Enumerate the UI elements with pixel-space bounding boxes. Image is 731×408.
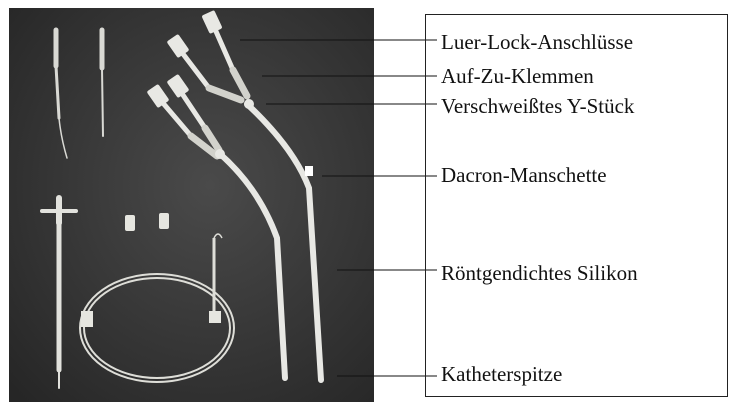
- label-katheterspitze: Katheterspitze: [441, 364, 562, 385]
- label-silikon: Röntgendichtes Silikon: [441, 263, 638, 284]
- label-luer-lock: Luer-Lock-Anschlüsse: [441, 32, 633, 53]
- label-klemmen: Auf-Zu-Klemmen: [441, 66, 594, 87]
- label-y-stueck: Verschweißtes Y-Stück: [441, 96, 634, 117]
- catheter-set-photo: [9, 8, 374, 402]
- label-dacron: Dacron-Manschette: [441, 165, 607, 186]
